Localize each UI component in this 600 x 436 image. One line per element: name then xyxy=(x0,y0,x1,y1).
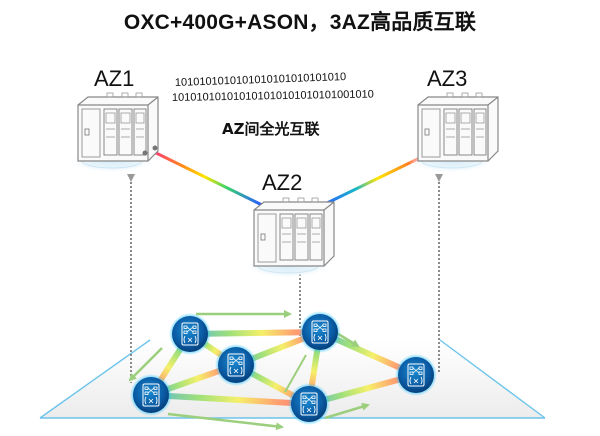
az3-label: AZ3 xyxy=(427,66,467,91)
optical-link-az1-az2 xyxy=(149,148,263,207)
binary-stream-line2: 101010101010101010101010101001010 xyxy=(172,88,374,104)
az1-label: AZ1 xyxy=(94,66,134,91)
oxc-device-icon xyxy=(214,343,258,387)
az3-cabinet xyxy=(407,92,499,174)
optical-interconnect-label: AZ间全光互联 xyxy=(222,120,320,138)
oxc-device-icon xyxy=(394,353,438,397)
platform-edge xyxy=(39,339,546,419)
az1-cabinet xyxy=(67,92,159,174)
mesh-link-n1-n2 xyxy=(187,329,323,337)
flow-arrow xyxy=(284,354,307,393)
oxc-node-n2 xyxy=(298,310,342,354)
oxc-device-icon xyxy=(287,382,331,426)
flow-arrow xyxy=(167,412,284,431)
port-dot xyxy=(152,145,158,151)
oxc-device-icon xyxy=(298,310,342,354)
oxc-node-n6 xyxy=(394,353,438,397)
az2-cabinet xyxy=(243,197,335,279)
oxc-device-icon xyxy=(129,373,173,417)
oxc-device-icon xyxy=(168,312,212,356)
diagram-title: OXC+400G+ASON，3AZ高品质互联 xyxy=(123,11,477,34)
flow-arrows xyxy=(128,310,370,431)
port-dot xyxy=(142,150,148,156)
flow-arrow xyxy=(128,347,163,382)
oxc-node-n1 xyxy=(168,312,212,356)
binary-stream-line1: 1010101010101010101010101010 xyxy=(175,71,347,89)
oxc-node-n4 xyxy=(129,373,173,417)
oxc-node-n3 xyxy=(214,343,258,387)
az2-label: AZ2 xyxy=(262,170,302,195)
oxc-node-n5 xyxy=(287,382,331,426)
mesh-link-n4-n5 xyxy=(148,392,312,407)
flow-arrow xyxy=(324,402,370,420)
